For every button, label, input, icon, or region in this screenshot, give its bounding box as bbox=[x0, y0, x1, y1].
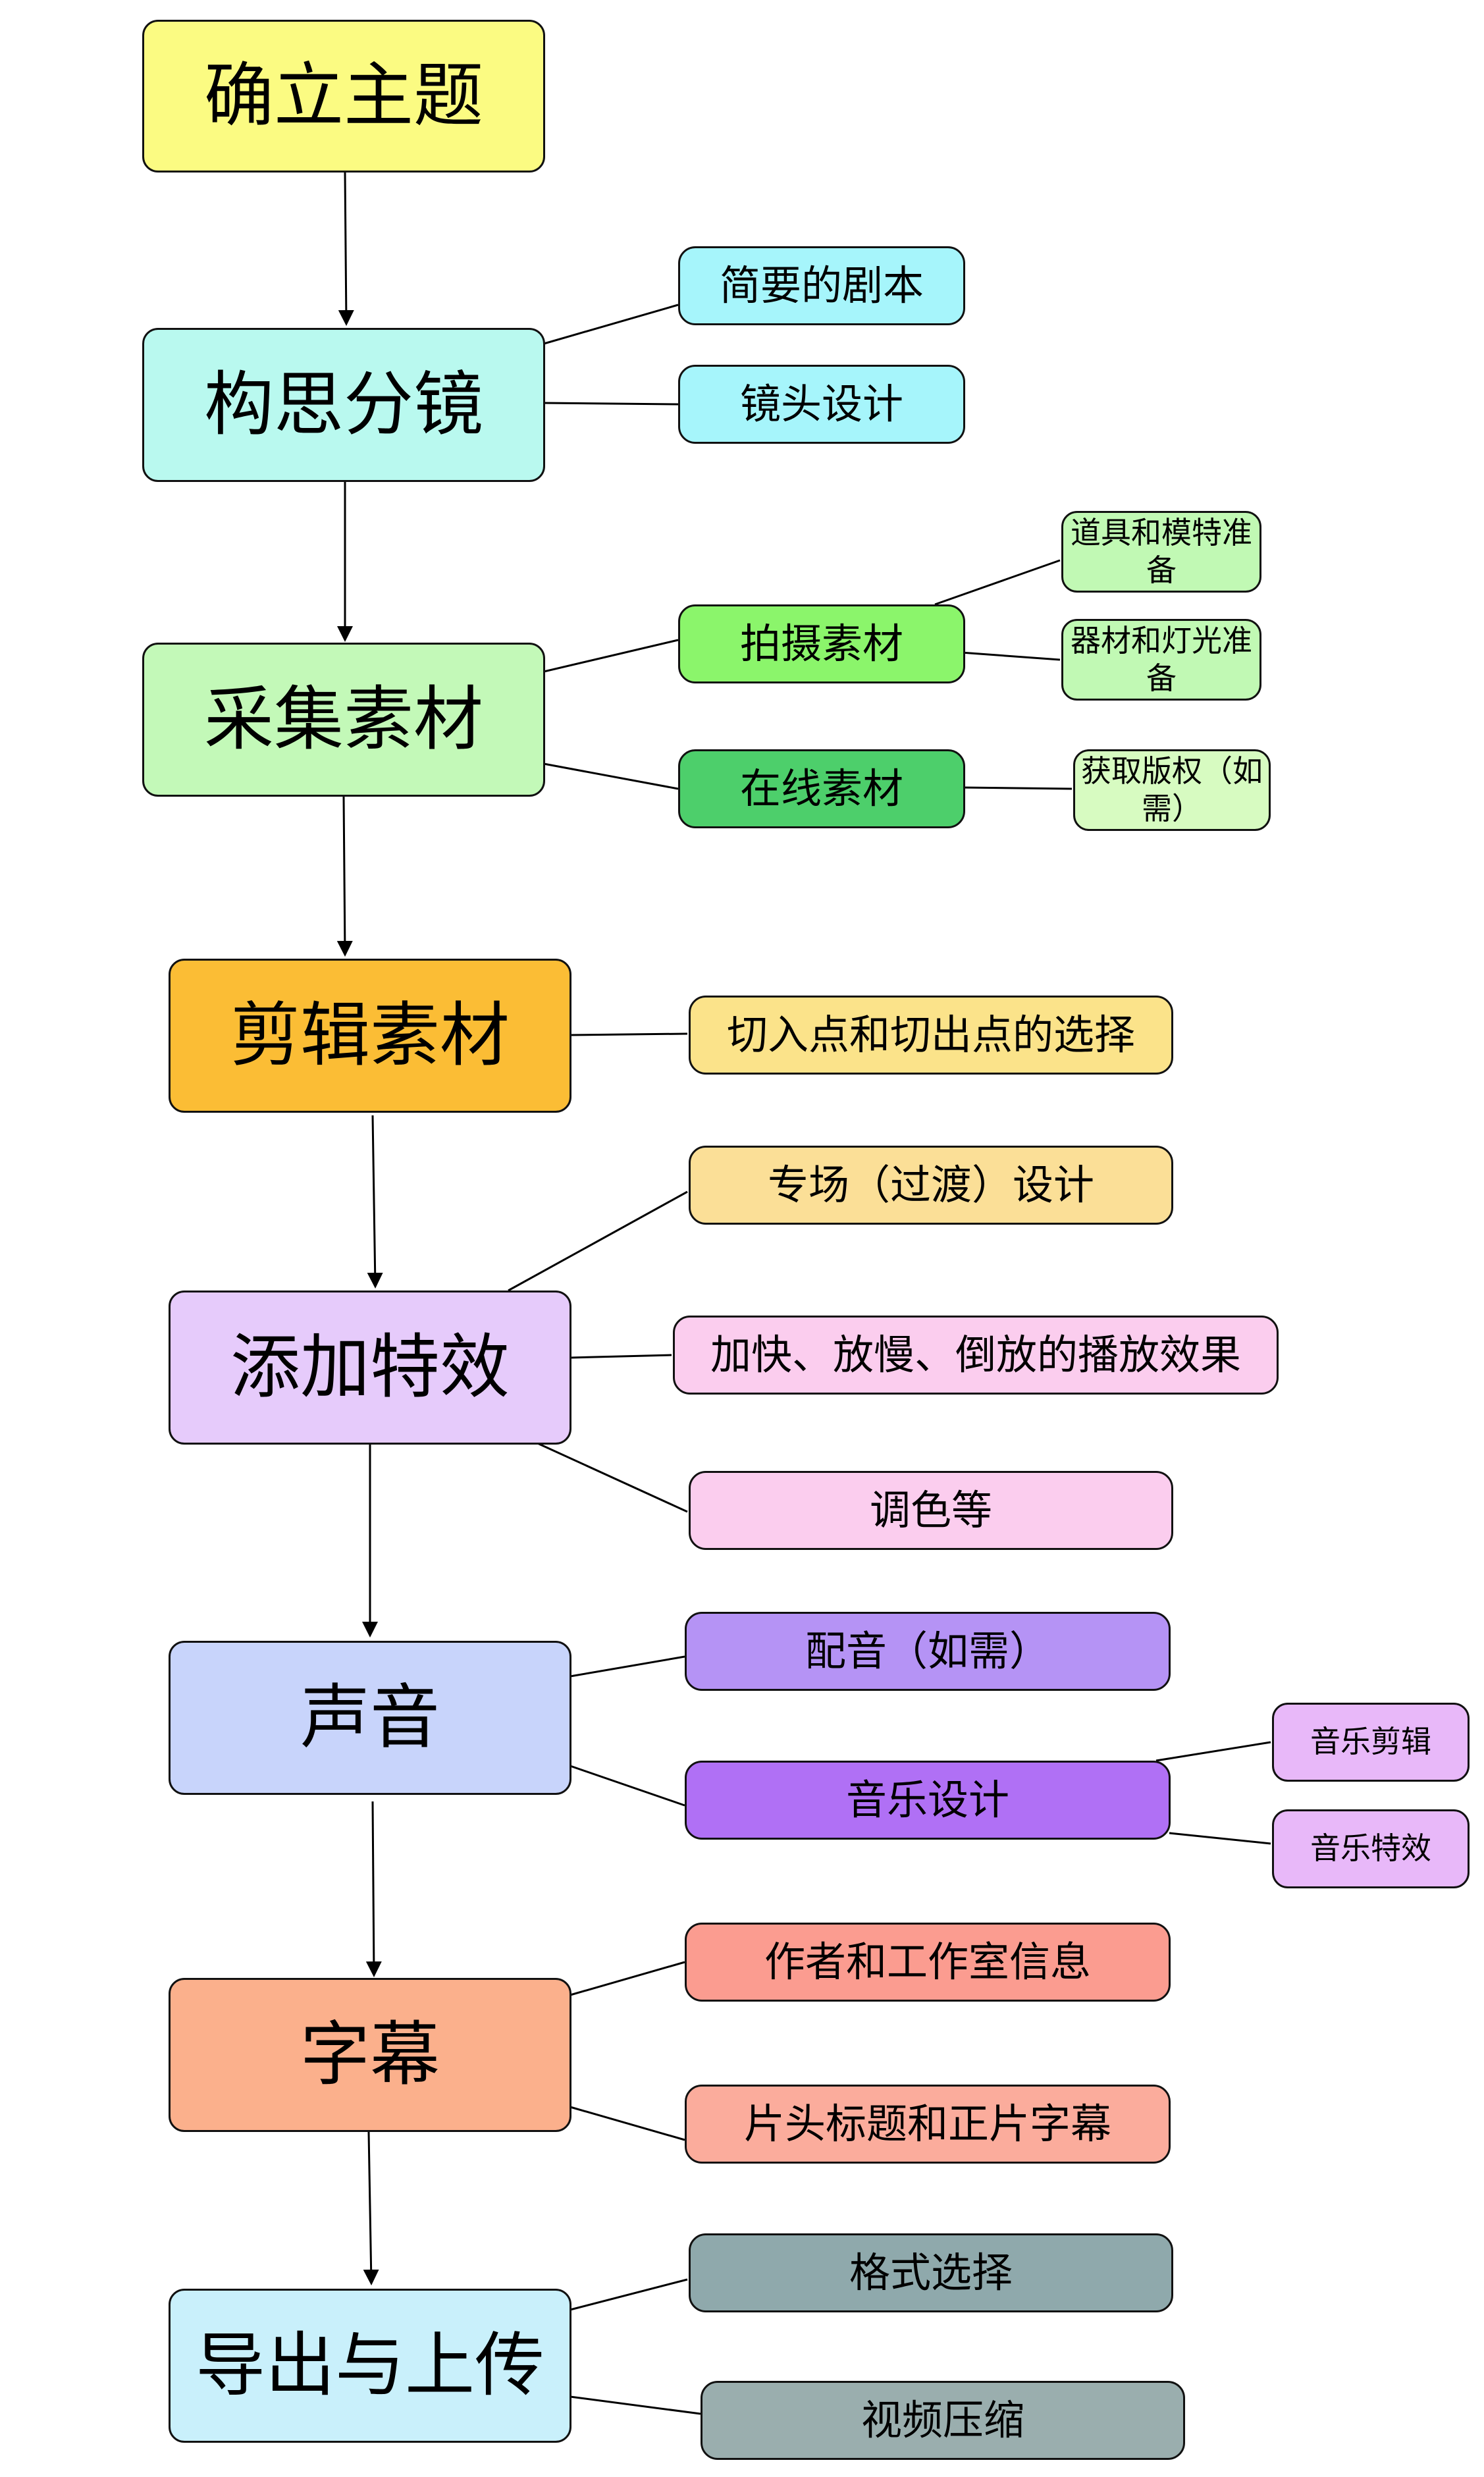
link-storyboard-script bbox=[543, 304, 679, 345]
step-storyboard: 构思分镜 bbox=[142, 328, 545, 482]
detail-shot-design: 镜头设计 bbox=[678, 365, 965, 444]
link-music-edit bbox=[1155, 1741, 1271, 1762]
detail-dubbing: 配音（如需） bbox=[685, 1612, 1171, 1691]
detail-script: 简要的剧本 bbox=[678, 246, 965, 325]
link-export-compress bbox=[570, 2395, 701, 2415]
arrow-collect-to-edit bbox=[336, 796, 353, 957]
link-edit-cutpoints bbox=[570, 1032, 688, 1036]
link-effects-speed bbox=[570, 1354, 672, 1359]
arrow-topic-to-storyboard bbox=[338, 172, 354, 326]
detail-music-fx: 音乐特效 bbox=[1272, 1809, 1470, 1888]
link-sound-dubbing bbox=[570, 1655, 685, 1678]
link-storyboard-shot bbox=[543, 402, 679, 406]
link-music-fx bbox=[1169, 1832, 1271, 1845]
link-collect-online bbox=[543, 762, 679, 790]
arrow-edit-to-effects bbox=[367, 1115, 383, 1289]
step-effects: 添加特效 bbox=[169, 1291, 571, 1445]
link-export-format bbox=[570, 2278, 688, 2311]
detail-credits: 作者和工作室信息 bbox=[685, 1923, 1171, 2002]
detail-titles: 片头标题和正片字幕 bbox=[685, 2085, 1171, 2164]
detail-format: 格式选择 bbox=[689, 2233, 1173, 2312]
link-shoot-lighting bbox=[961, 651, 1061, 661]
link-subtitles-titles bbox=[570, 2106, 685, 2141]
link-subtitles-credits bbox=[570, 1961, 685, 1996]
arrow-subtitles-to-export bbox=[363, 2131, 379, 2285]
link-online-copyright bbox=[961, 786, 1073, 790]
step-collect: 采集素材 bbox=[142, 643, 545, 797]
step-subtitles: 字幕 bbox=[169, 1978, 571, 2132]
detail-props: 道具和模特准备 bbox=[1061, 511, 1261, 593]
detail-speed: 加快、放慢、倒放的播放效果 bbox=[673, 1316, 1279, 1395]
link-sound-music bbox=[570, 1765, 685, 1807]
link-collect-shoot bbox=[543, 639, 679, 673]
detail-lighting: 器材和灯光准备 bbox=[1061, 619, 1261, 701]
detail-music-edit: 音乐剪辑 bbox=[1272, 1703, 1470, 1782]
detail-online: 在线素材 bbox=[678, 749, 965, 828]
step-export: 导出与上传 bbox=[169, 2289, 571, 2443]
detail-color: 调色等 bbox=[689, 1471, 1173, 1550]
detail-cut-points: 切入点和切出点的选择 bbox=[689, 996, 1173, 1075]
link-effects-color bbox=[534, 1441, 688, 1513]
step-edit: 剪辑素材 bbox=[169, 959, 571, 1113]
detail-compress: 视频压缩 bbox=[701, 2381, 1185, 2460]
detail-shoot: 拍摄素材 bbox=[678, 604, 965, 683]
detail-copyright: 获取版权（如需） bbox=[1073, 749, 1271, 831]
link-shoot-props bbox=[934, 559, 1061, 606]
step-sound: 声音 bbox=[169, 1641, 571, 1795]
detail-transitions: 专场（过渡）设计 bbox=[689, 1146, 1173, 1225]
arrow-sound-to-subtitles bbox=[365, 1801, 382, 1977]
step-topic: 确立主题 bbox=[142, 20, 545, 173]
link-effects-transitions bbox=[508, 1190, 688, 1292]
detail-music-design: 音乐设计 bbox=[685, 1761, 1171, 1840]
